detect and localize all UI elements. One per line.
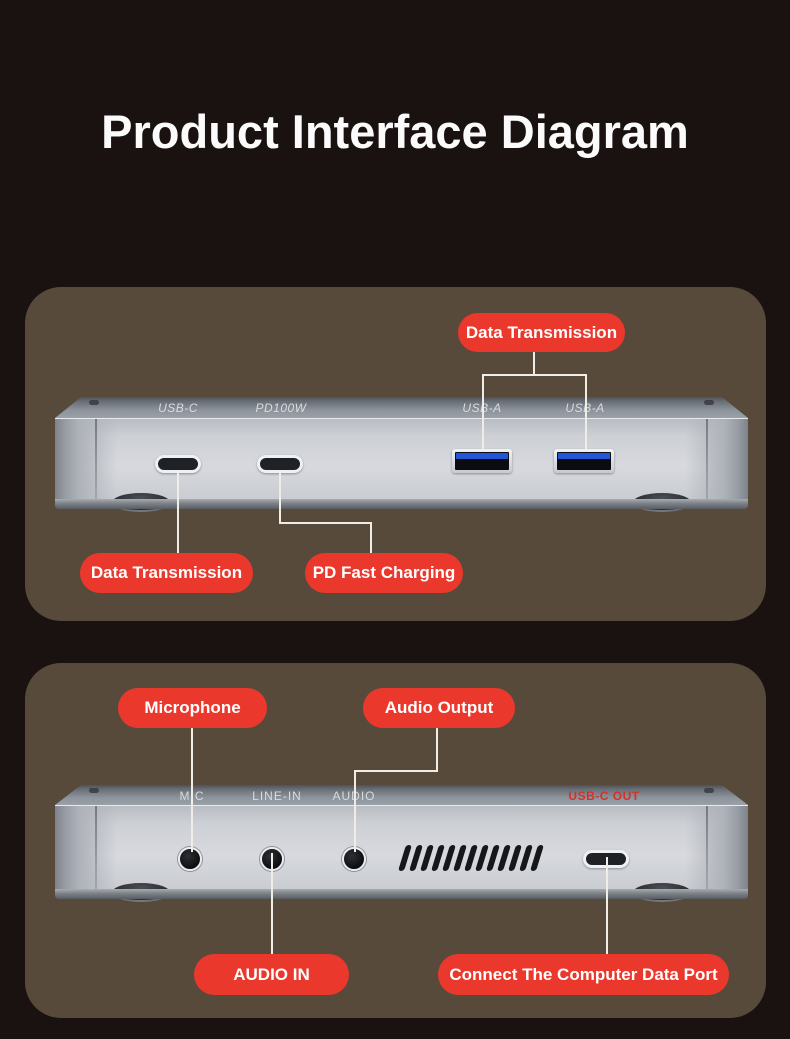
device-bottom-edge	[55, 889, 748, 899]
callout-line-mic	[191, 728, 193, 852]
callout-label: PD Fast Charging	[312, 563, 456, 582]
usb-a-port-2	[554, 449, 614, 473]
callout-label: Data Transmission	[465, 322, 618, 342]
callout-line-usb-a-1	[482, 374, 484, 450]
callout-audio-output: Audio Output	[363, 688, 515, 728]
mic-jack-port	[178, 847, 202, 871]
vent-grille	[398, 845, 544, 871]
callout-line-line-in	[271, 853, 273, 954]
port-label-usb-c-out: USB-C OUT	[568, 789, 640, 803]
callout-pd-fast-charging: PD Fast Charging	[305, 553, 463, 593]
device-front-face	[55, 418, 748, 499]
usb-a-port-1	[452, 449, 512, 473]
port-label-audio: AUDIO	[332, 789, 375, 803]
callout-line-audio-1	[436, 728, 438, 772]
screw-notch	[704, 400, 714, 405]
callout-label: Audio Output	[384, 698, 494, 717]
panel-seam	[706, 806, 708, 889]
panel-seam	[95, 806, 97, 889]
screw-notch	[89, 788, 99, 793]
usb-a-tongue	[558, 453, 610, 459]
usb-a-tongue	[456, 453, 508, 459]
callout-line-usb-a-2	[585, 374, 587, 450]
callout-line-pd-1	[279, 471, 281, 524]
device-bottom-edge	[55, 499, 748, 509]
screw-notch	[89, 400, 99, 405]
page-title: Product Interface Diagram	[101, 105, 689, 158]
callout-line-stub	[533, 352, 535, 376]
panel-seam	[95, 419, 97, 499]
callout-line-audio-3	[354, 770, 356, 852]
callout-line-usb-c-out	[606, 857, 608, 954]
callout-data-transmission-top: Data Transmission	[458, 313, 625, 352]
callout-line-pd-2	[279, 522, 372, 524]
screw-notch	[704, 788, 714, 793]
port-label-usb-a-1: USB-A	[462, 401, 501, 415]
callout-line-fork	[482, 374, 587, 376]
callout-data-transmission-bottom: Data Transmission	[80, 553, 253, 593]
callout-audio-in: AUDIO IN	[194, 954, 349, 995]
callout-label: AUDIO IN	[233, 964, 310, 984]
device-top-bevel: USB-C PD100W USB-A USB-A	[55, 397, 748, 418]
callout-label: Connect The Computer Data Port	[449, 964, 718, 984]
device-rear-face	[55, 805, 748, 889]
callout-label: Data Transmission	[90, 563, 243, 582]
line-in-jack-port	[260, 847, 284, 871]
rear-panel-card: Microphone Audio Output MIC LINE-IN AUDI…	[25, 663, 766, 1018]
callout-line-usb-c	[177, 471, 179, 553]
panel-seam	[706, 419, 708, 499]
port-label-line-in: LINE-IN	[252, 789, 302, 803]
dock-rear-view: MIC LINE-IN AUDIO USB-C OUT	[55, 785, 748, 902]
callout-line-pd-3	[370, 522, 372, 553]
callout-line-audio-2	[354, 770, 438, 772]
callout-connect-computer: Connect The Computer Data Port	[438, 954, 729, 995]
callout-microphone: Microphone	[118, 688, 267, 728]
port-label-usb-c: USB-C	[158, 401, 198, 415]
dock-front-view: USB-C PD100W USB-A USB-A	[55, 397, 748, 512]
front-panel-card: Data Transmission USB-C PD100W USB-A USB…	[25, 287, 766, 621]
device-top-bevel: MIC LINE-IN AUDIO USB-C OUT	[55, 785, 748, 805]
callout-label: Microphone	[144, 698, 241, 717]
port-label-usb-a-2: USB-A	[565, 401, 604, 415]
port-label-pd100w: PD100W	[255, 401, 307, 415]
